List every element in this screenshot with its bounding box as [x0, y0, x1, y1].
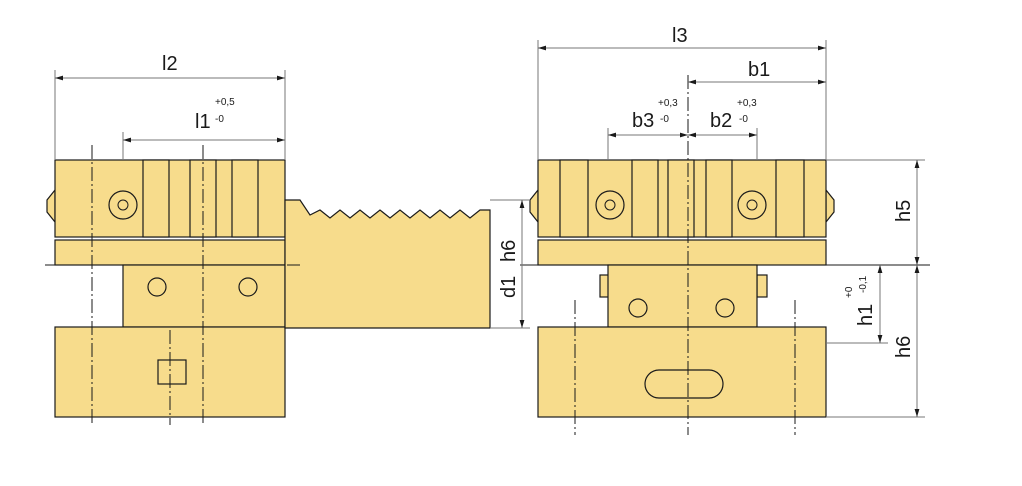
- side-view: [45, 145, 491, 425]
- front-view: [520, 75, 930, 435]
- dim-b3-tol-upper: +0,3: [658, 98, 678, 109]
- dim-d1: d1: [498, 276, 520, 298]
- dim-h6-left: h6: [498, 240, 520, 262]
- dim-h1-tol-lower: -0,1: [858, 275, 869, 293]
- dimensions: l2 l1 +0,5 -0 l3 b1 b3 +0,3 -0 b2 +0,3 -…: [54, 25, 925, 418]
- dim-h5: h5: [893, 200, 915, 222]
- dim-l1-tol-upper: +0,5: [215, 97, 235, 108]
- dim-h1-tol-upper: +0: [844, 286, 855, 298]
- dim-b3: b3: [632, 110, 654, 132]
- dim-b2-tol-upper: +0,3: [737, 98, 757, 109]
- dim-b1: b1: [748, 59, 770, 81]
- dim-b2: b2: [710, 110, 732, 132]
- dim-h1: h1: [855, 304, 877, 326]
- dim-l1-tol-lower: -0: [215, 114, 224, 125]
- dim-l3: l3: [672, 25, 688, 47]
- dim-l1: l1: [195, 111, 211, 133]
- dim-l2: l2: [162, 53, 178, 75]
- dim-b2-tol-lower: -0: [739, 114, 748, 125]
- dim-h6-right: h6: [893, 336, 915, 358]
- dim-b3-tol-lower: -0: [660, 114, 669, 125]
